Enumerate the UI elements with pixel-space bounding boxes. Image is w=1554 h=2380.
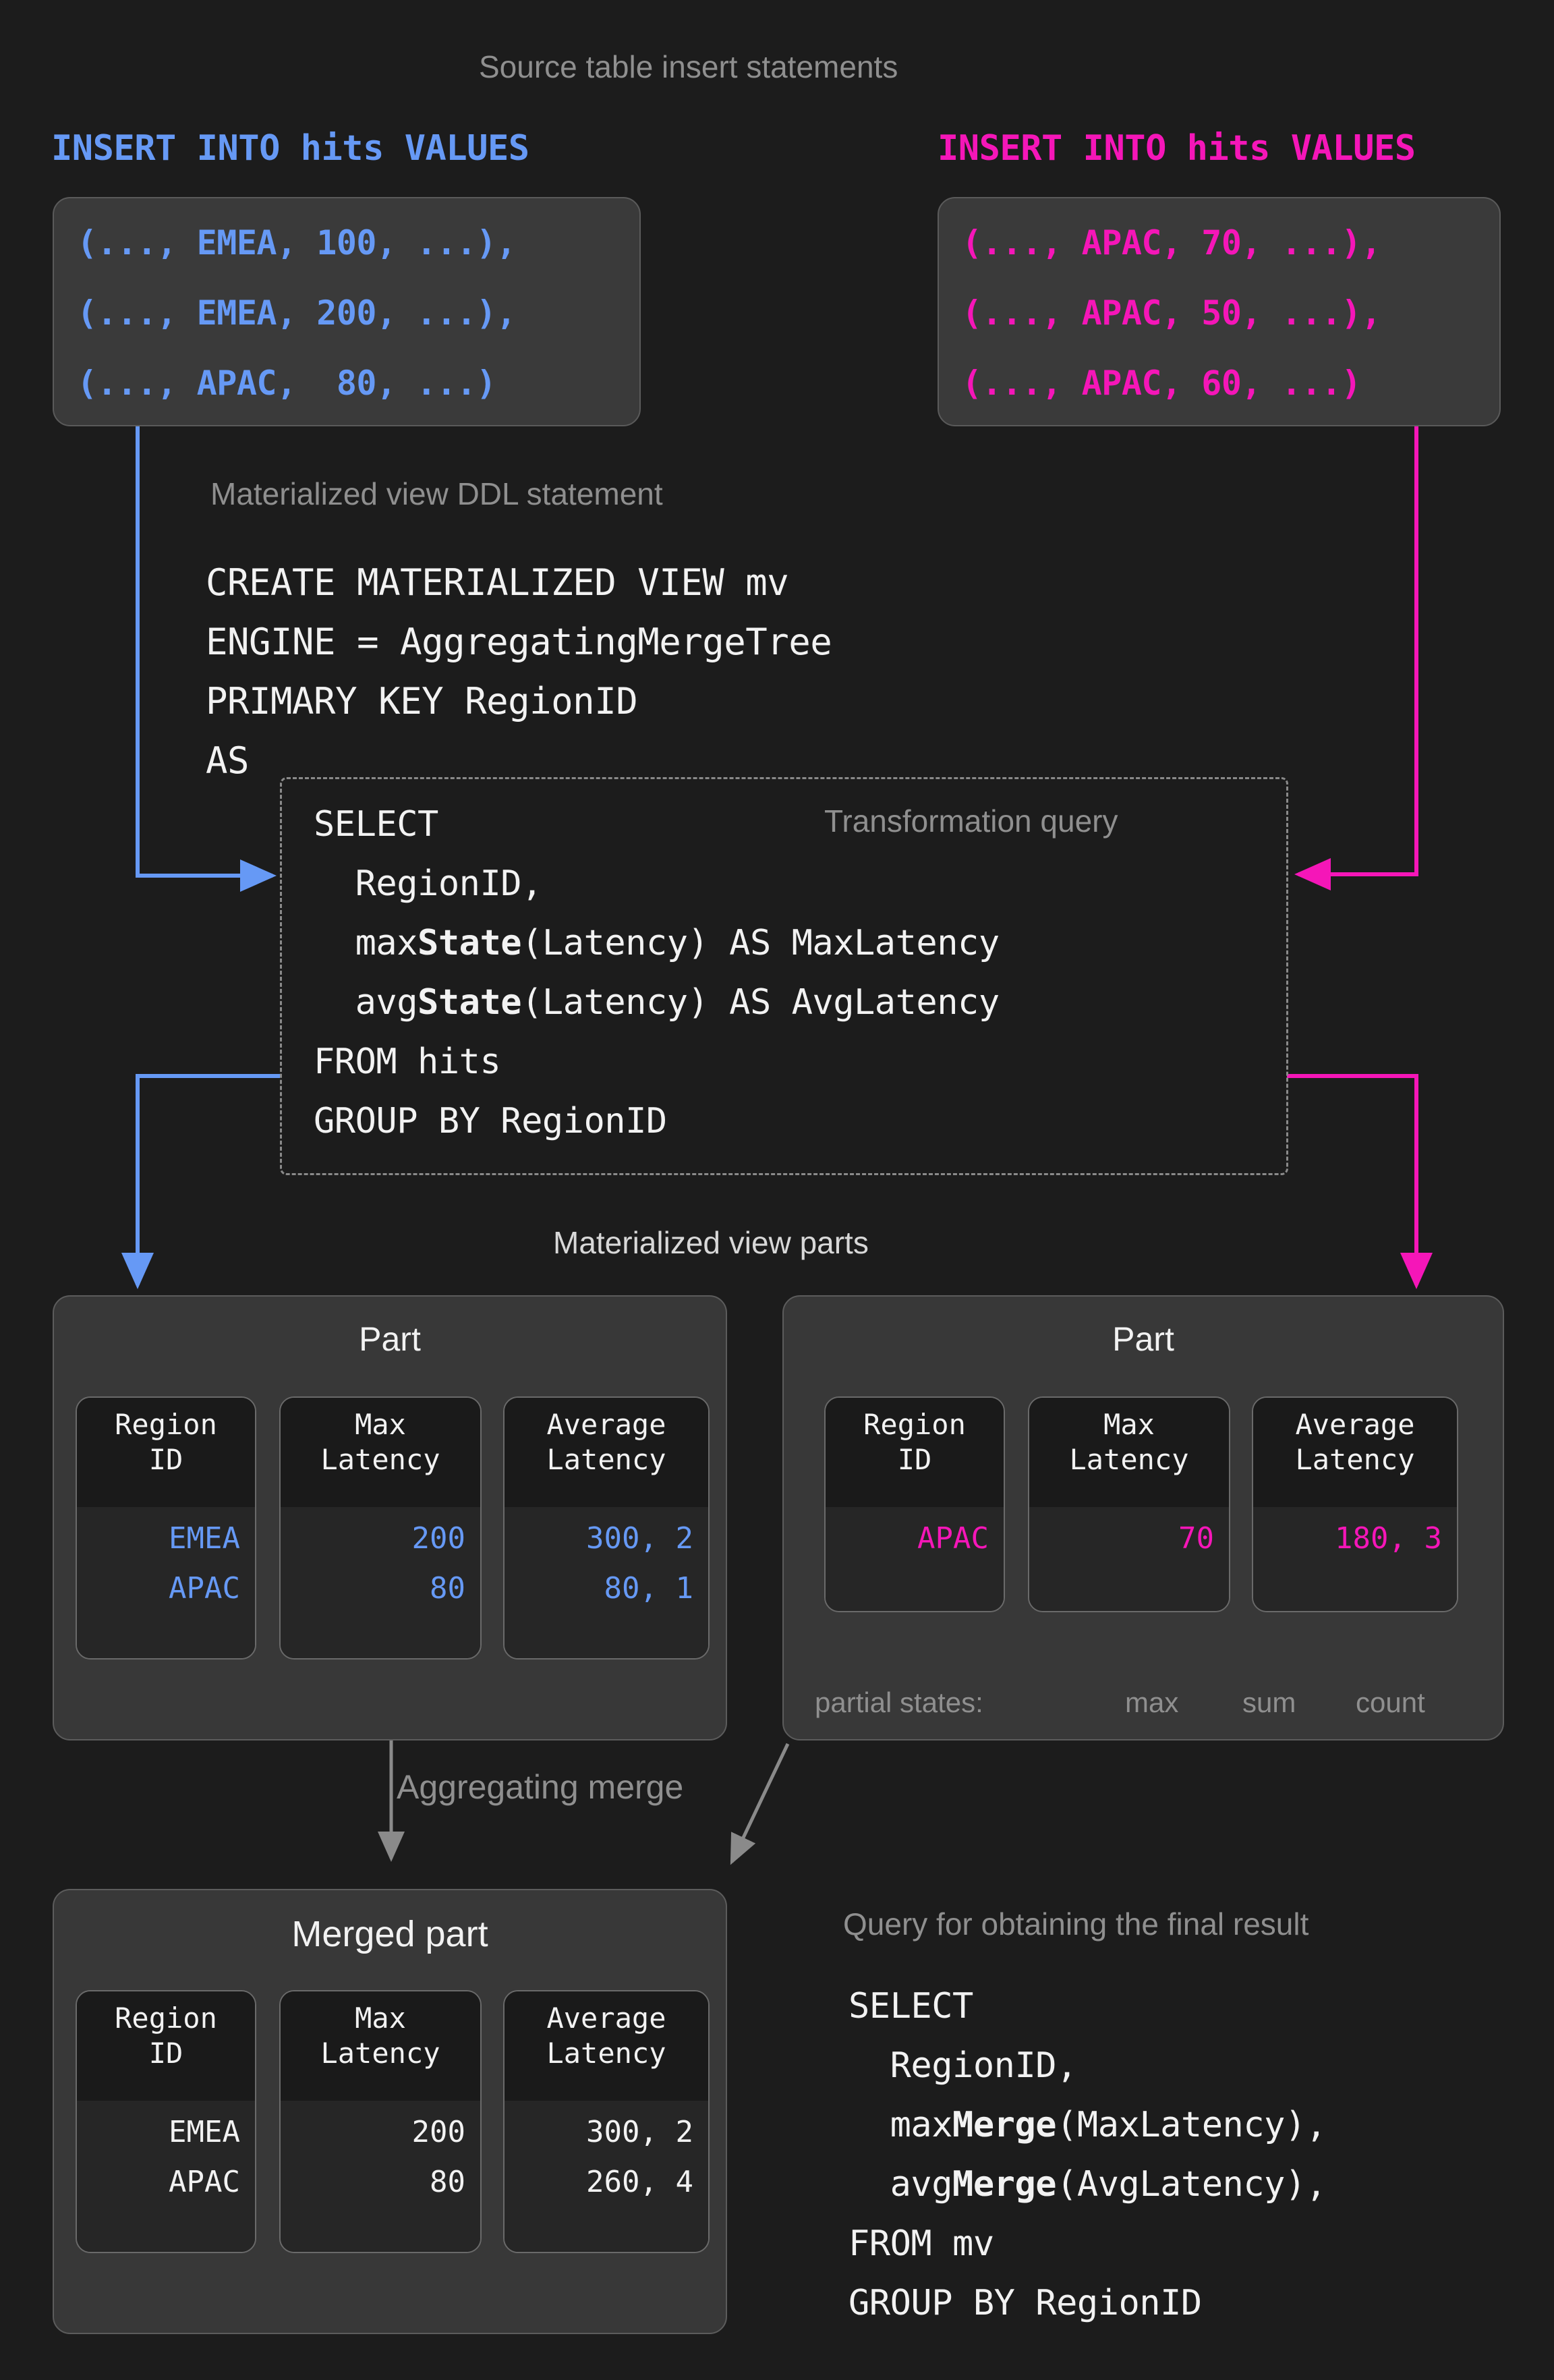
part-right: Part Region ID APAC Max Latency 70 Avera… [782, 1295, 1504, 1740]
query-state-suffix: State [418, 982, 522, 1023]
column-header: Max Latency [281, 1991, 480, 2101]
left-insert-card: (..., EMEA, 100, ...), (..., EMEA, 200, … [53, 197, 641, 426]
aggregating-merge-label: Aggregating merge [397, 1768, 684, 1806]
left-insert-statement: INSERT INTO hits VALUES [51, 128, 529, 169]
right-insert-card: (..., APAC, 70, ...), (..., APAC, 50, ..… [938, 197, 1501, 426]
query-line: avgState(Latency) AS AvgLatency [314, 973, 1000, 1032]
table-cell: 70 [1178, 1521, 1214, 1556]
table-cell: APAC [169, 2165, 240, 2199]
transformation-query-lines: SELECT RegionID, maxState(Latency) AS Ma… [314, 795, 1000, 1151]
merged-part-title: Merged part [291, 1914, 488, 1954]
final-query-line: GROUP BY RegionID [848, 2283, 1202, 2323]
query-fragment: (AvgLatency), [1056, 2164, 1327, 2205]
column-header: Average Latency [505, 1398, 708, 1507]
merged-part-column-region: Region ID EMEA APAC [76, 1990, 256, 2253]
arrow-query-to-right-part [1287, 1074, 1433, 1289]
table-cell: EMEA [169, 2115, 240, 2149]
table-cell: 80 [430, 1571, 465, 1606]
final-query-lines: SELECT RegionID, maxMerge(MaxLatency), a… [848, 1977, 1327, 2333]
column-header: Region ID [77, 1398, 255, 1507]
right-insert-row: (..., APAC, 50, ...), [962, 293, 1381, 333]
column-header: Average Latency [505, 1991, 708, 2101]
column-header: Max Latency [281, 1398, 480, 1507]
right-insert-row: (..., APAC, 60, ...) [962, 364, 1362, 403]
table-cell: 80 [430, 2165, 465, 2199]
part-right-title: Part [1112, 1320, 1174, 1358]
partial-state-sum-label: sum [1242, 1687, 1296, 1718]
table-cell: 200 [411, 1521, 465, 1556]
left-insert-row: (..., APAC, 80, ...) [77, 364, 496, 403]
arrow-query-to-left-part [121, 1074, 280, 1289]
parts-section-label: Materialized view parts [553, 1225, 869, 1260]
partial-state-max-label: max [1125, 1687, 1179, 1718]
final-query-line: SELECT [848, 1986, 973, 2027]
ddl-block: CREATE MATERIALIZED VIEW mv ENGINE = Agg… [206, 553, 832, 791]
part-right-column-region: Region ID APAC [824, 1396, 1005, 1612]
table-cell: 260, 4 [586, 2165, 693, 2199]
partial-states-label: partial states: [815, 1687, 983, 1718]
left-insert-row: (..., EMEA, 100, ...), [77, 223, 517, 262]
query-line: RegionID, [314, 863, 543, 904]
right-insert-statement: INSERT INTO hits VALUES [938, 128, 1416, 169]
merged-part-column-avg: Average Latency 300, 2 260, 4 [503, 1990, 710, 2253]
arrow-right-part-to-merged [730, 1743, 790, 1865]
table-cell: 300, 2 [586, 2115, 693, 2149]
part-right-column-max: Max Latency 70 [1028, 1396, 1230, 1612]
partial-state-count-label: count [1356, 1687, 1425, 1718]
column-header: Max Latency [1029, 1398, 1229, 1507]
table-cell: 200 [411, 2115, 465, 2149]
query-line: GROUP BY RegionID [314, 1101, 667, 1141]
part-right-column-avg: Average Latency 180, 3 [1252, 1396, 1458, 1612]
query-merge-suffix: Merge [952, 2105, 1057, 2145]
query-fragment: (MaxLatency), [1056, 2105, 1327, 2145]
query-fragment: avg [848, 2164, 953, 2205]
query-fragment: (Latency) AS MaxLatency [521, 923, 1000, 963]
table-cell: 80, 1 [604, 1571, 693, 1606]
part-left-column-max: Max Latency 200 80 [279, 1396, 482, 1660]
ddl-line: PRIMARY KEY RegionID [206, 680, 638, 722]
column-header: Region ID [826, 1398, 1004, 1507]
transformation-query-caption: Transformation query [824, 803, 1118, 839]
merged-part: Merged part Region ID EMEA APAC Max Late… [53, 1889, 727, 2334]
ddl-line: CREATE MATERIALIZED VIEW mv [206, 561, 789, 604]
ddl-line: AS [206, 739, 250, 782]
part-left-column-avg: Average Latency 300, 2 80, 1 [503, 1396, 710, 1660]
final-query-line: RegionID, [848, 2045, 1078, 2086]
query-fragment: avg [314, 982, 418, 1023]
part-left-column-region: Region ID EMEA APAC [76, 1396, 256, 1660]
column-header: Region ID [77, 1991, 255, 2101]
query-fragment: max [314, 923, 418, 963]
final-query-line: maxMerge(MaxLatency), [848, 2095, 1327, 2155]
column-header: Average Latency [1253, 1398, 1457, 1507]
query-state-suffix: State [418, 923, 522, 963]
final-query-line: FROM mv [848, 2223, 994, 2264]
final-query-line: avgMerge(AvgLatency), [848, 2155, 1327, 2214]
query-merge-suffix: Merge [952, 2164, 1057, 2205]
right-insert-row: (..., APAC, 70, ...), [962, 223, 1381, 262]
final-query-caption: Query for obtaining the final result [843, 1906, 1309, 1942]
table-cell: EMEA [169, 1521, 240, 1556]
transformation-query-box [280, 777, 1288, 1175]
table-cell: 180, 3 [1335, 1521, 1442, 1556]
query-line: FROM hits [314, 1042, 501, 1082]
part-left-title: Part [359, 1320, 421, 1358]
merged-part-column-max: Max Latency 200 80 [279, 1990, 482, 2253]
arrow-right-insert-to-query [1294, 425, 1418, 890]
ddl-line: ENGINE = AggregatingMergeTree [206, 621, 832, 663]
left-insert-row: (..., EMEA, 200, ...), [77, 293, 517, 333]
page-title: Source table insert statements [479, 49, 898, 84]
query-fragment: (Latency) AS AvgLatency [521, 982, 1000, 1023]
ddl-caption: Materialized view DDL statement [210, 476, 663, 511]
query-line: maxState(Latency) AS MaxLatency [314, 913, 1000, 973]
query-line: SELECT [314, 804, 438, 845]
table-cell: 300, 2 [586, 1521, 693, 1556]
table-cell: APAC [169, 1571, 240, 1606]
part-left: Part Region ID EMEA APAC Max Latency 200… [53, 1295, 727, 1740]
query-fragment: max [848, 2105, 953, 2145]
table-cell: APAC [917, 1521, 989, 1556]
